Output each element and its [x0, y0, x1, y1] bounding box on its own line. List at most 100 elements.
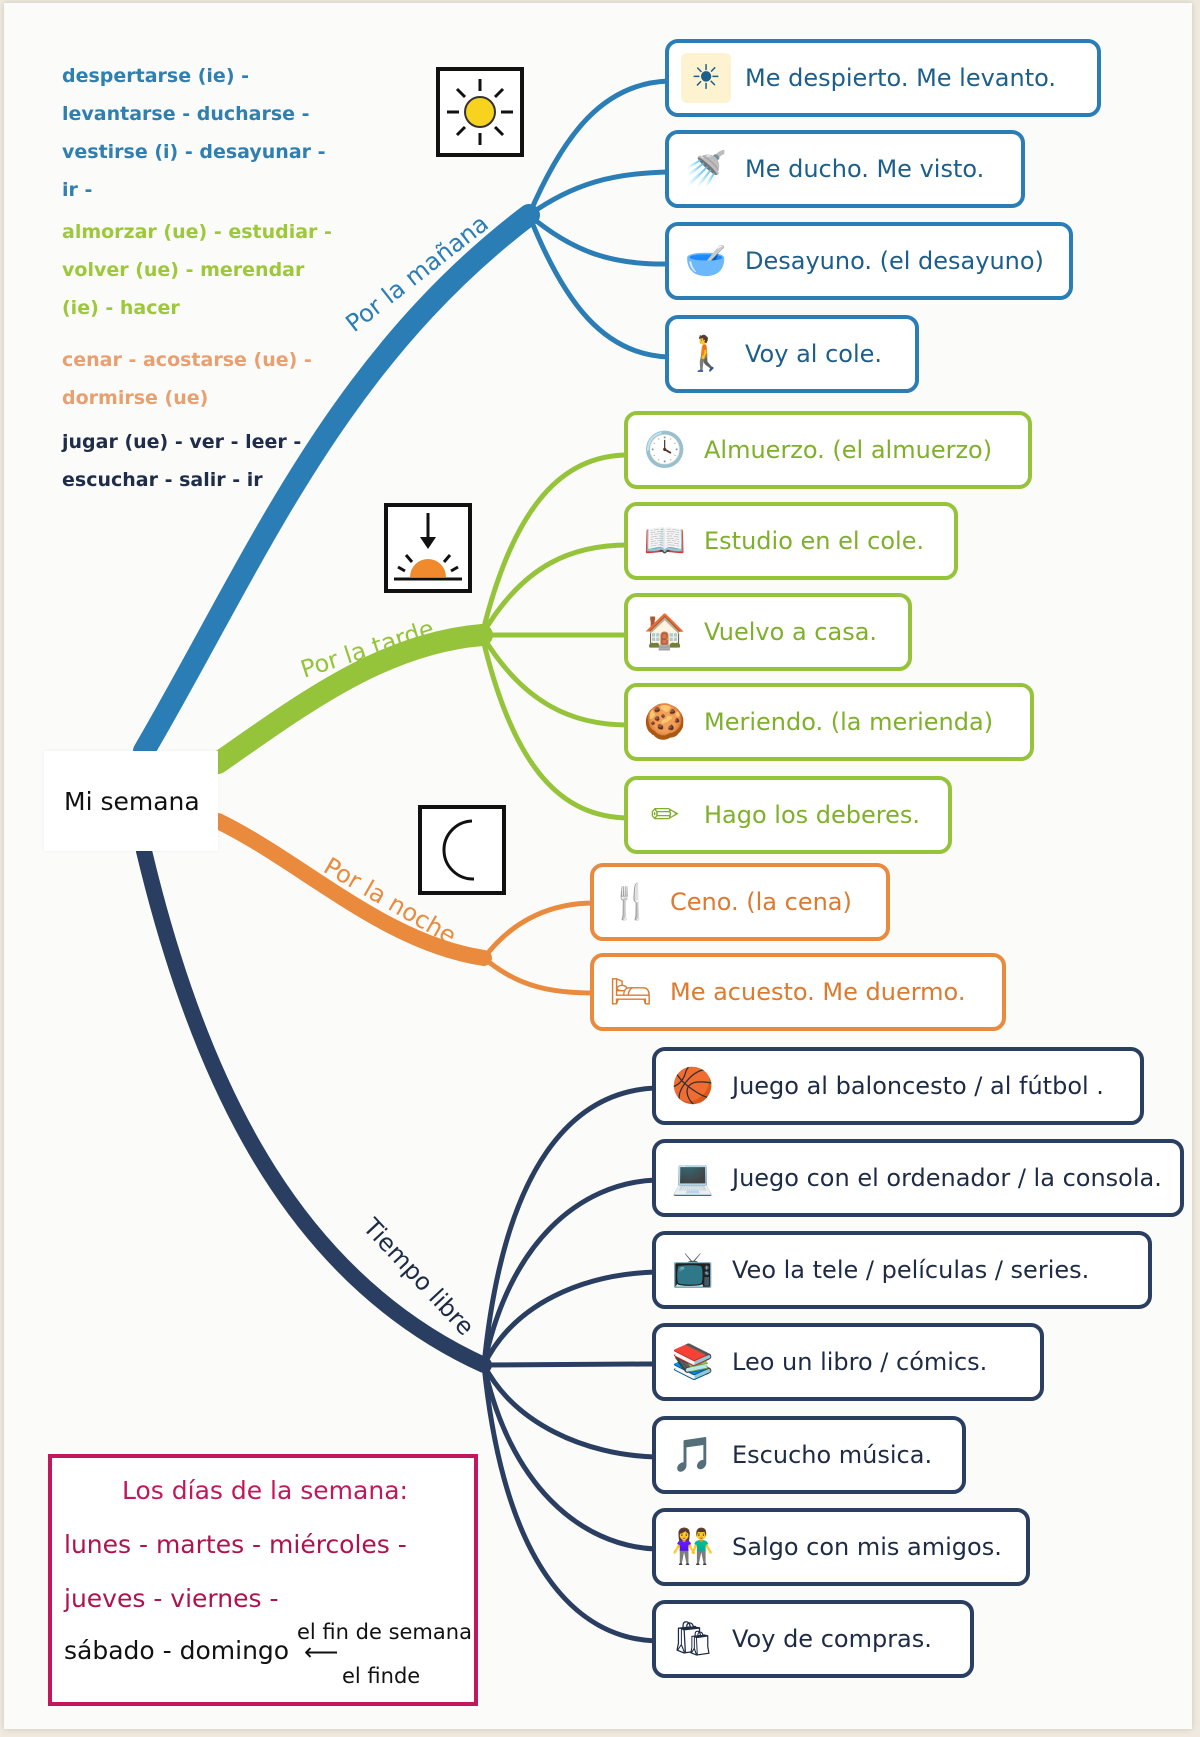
activity-text: Almuerzo. (el almuerzo)	[704, 436, 993, 464]
activity-box: 🏠 Vuelvo a casa.	[624, 593, 912, 671]
activity-box: 🛍 Voy de compras.	[652, 1600, 974, 1678]
activity-box: ☀ Me despierto. Me levanto.	[665, 39, 1101, 117]
breakfast-icon: 🥣	[684, 241, 728, 281]
basketball-icon: 🏀	[671, 1066, 715, 1106]
house-icon: 🏠	[643, 612, 687, 652]
sub-branch	[479, 542, 629, 637]
activity-text: Voy al cole.	[745, 340, 883, 368]
vocab-line: cenar - acostarse (ue) -	[62, 349, 312, 371]
homework-icon: ✏	[650, 795, 680, 835]
activity-box: 🍪 Meriendo. (la merienda)	[624, 683, 1034, 761]
vocab-line: vestirse (i) - desayunar -	[62, 141, 326, 163]
vocab-line: almorzar (ue) - estudiar -	[62, 221, 332, 243]
sunset-icon	[384, 503, 472, 593]
activity-text: Escucho música.	[732, 1441, 933, 1469]
activity-box: ✏ Hago los deberes.	[624, 776, 952, 854]
activity-text: Juego al baloncesto / al fútbol .	[732, 1072, 1104, 1100]
vocab-morning: despertarse (ie) - levantarse - ducharse…	[62, 57, 326, 209]
days-line: lunes - martes - miércoles -	[64, 1530, 407, 1559]
vocab-line: (ie) - hacer	[62, 297, 180, 319]
sub-branch	[481, 1269, 657, 1367]
activity-text: Desayuno. (el desayuno)	[745, 247, 1044, 275]
weekend-short-label: el finde	[342, 1664, 421, 1688]
days-line: jueves - viernes -	[64, 1584, 279, 1613]
activity-text: Voy de compras.	[732, 1625, 932, 1653]
activity-text: Me ducho. Me visto.	[745, 155, 985, 183]
activity-box: 🍴 Ceno. (la cena)	[590, 863, 890, 941]
sub-branch	[481, 1085, 657, 1366]
activity-text: Meriendo. (la merienda)	[704, 708, 994, 736]
activity-text: Hago los deberes.	[704, 801, 921, 829]
activity-box: 🥣 Desayuno. (el desayuno)	[665, 222, 1073, 300]
sub-branch	[526, 78, 670, 216]
reading-icon: 📚	[671, 1342, 715, 1382]
vocab-free-time: jugar (ue) - ver - leer - escuchar - sal…	[62, 423, 301, 499]
activity-box: 💻 Juego con el ordenador / la consola.	[652, 1139, 1184, 1217]
sub-branch	[527, 169, 670, 218]
activity-text: Leo un libro / cómics.	[732, 1348, 988, 1376]
sub-branch	[481, 1364, 657, 1644]
activity-text: Ceno. (la cena)	[670, 888, 852, 916]
vocab-afternoon: almorzar (ue) - estudiar - volver (ue) -…	[62, 213, 332, 327]
activity-box: 🛏 Me acuesto. Me duermo.	[590, 953, 1006, 1031]
weekend-label: el fin de semana	[297, 1620, 472, 1644]
shopping-icon: 🛍	[671, 1619, 715, 1659]
activity-box: 🕓 Almuerzo. (el almuerzo)	[624, 411, 1032, 489]
vocab-line: ir -	[62, 179, 93, 201]
activity-text: Veo la tele / películas / series.	[732, 1256, 1090, 1284]
activity-text: Vuelvo a casa.	[704, 618, 878, 646]
vocab-evening: cenar - acostarse (ue) - dormirse (ue)	[62, 341, 312, 417]
sub-branch	[479, 452, 629, 636]
branch-afternoon	[207, 624, 493, 774]
activity-box: 🚶 Voy al cole.	[665, 315, 919, 393]
sub-branch	[479, 633, 629, 728]
center-node-label: Mi semana	[64, 786, 200, 816]
activity-text: Juego con el ordenador / la consola.	[732, 1164, 1162, 1192]
days-weekend-line: sábado - domingo	[64, 1636, 290, 1665]
sub-branch	[481, 1364, 657, 1552]
friends-icon: 👫	[671, 1527, 715, 1567]
branch-morning	[133, 204, 540, 762]
sub-branch	[482, 900, 595, 960]
clock-icon: 🕓	[643, 430, 687, 470]
shower-icon: 🚿	[684, 149, 728, 189]
cutlery-icon: 🍴	[609, 882, 653, 922]
vocab-line: despertarse (ie) -	[62, 65, 250, 87]
activity-box: 🚿 Me ducho. Me visto.	[665, 130, 1025, 208]
sun-icon	[436, 67, 524, 157]
center-node: Mi semana	[44, 751, 218, 851]
waking-up-icon: ☀	[681, 53, 731, 103]
music-icon: 🎵	[671, 1435, 715, 1475]
mind-map-sheet: Por la mañana Por la tarde Por la noche …	[4, 3, 1192, 1729]
computer-icon: 💻	[671, 1158, 715, 1198]
vocab-line: dormirse (ue)	[62, 387, 209, 409]
vocab-line: jugar (ue) - ver - leer -	[62, 431, 302, 453]
activity-text: Estudio en el cole.	[704, 527, 925, 555]
days-of-week-box: Los días de la semana: lunes - martes - …	[48, 1454, 478, 1706]
sub-branch	[483, 1361, 657, 1368]
sub-branch	[481, 1177, 657, 1366]
television-icon: 📺	[671, 1250, 715, 1290]
days-title: Los días de la semana:	[122, 1476, 408, 1505]
activity-box: 🏀 Juego al baloncesto / al fútbol .	[652, 1047, 1144, 1125]
sub-branch	[479, 634, 629, 821]
vocab-line: levantarse - ducharse -	[62, 103, 310, 125]
activity-box: 👫 Salgo con mis amigos.	[652, 1508, 1030, 1586]
vocab-line: escuchar - salir - ir	[62, 469, 263, 491]
studying-icon: 📖	[643, 521, 687, 561]
vocab-line: volver (ue) - merendar	[62, 259, 305, 281]
activity-box: 📚 Leo un libro / cómics.	[652, 1323, 1044, 1401]
branch-free-time	[136, 843, 492, 1373]
sub-branch	[527, 213, 670, 267]
activity-text: Salgo con mis amigos.	[732, 1533, 1002, 1561]
sub-branch	[526, 214, 670, 360]
activity-box: 🎵 Escucho música.	[652, 1416, 966, 1494]
walking-to-school-icon: 🚶	[684, 334, 728, 374]
moon-icon	[418, 805, 506, 895]
bed-icon: 🛏	[609, 972, 653, 1012]
sub-branch	[481, 1363, 657, 1460]
activity-box: 📖 Estudio en el cole.	[624, 502, 958, 580]
activity-text: Me despierto. Me levanto.	[745, 64, 1057, 92]
sub-branch	[482, 956, 595, 996]
snack-icon: 🍪	[643, 702, 687, 742]
